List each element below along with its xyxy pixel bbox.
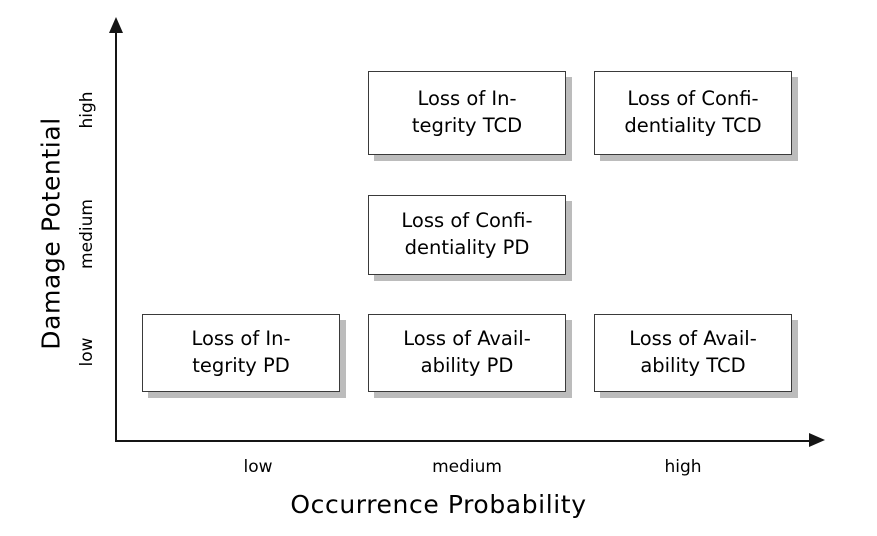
risk-box-line-2: tegrity TCD	[411, 114, 523, 137]
y-axis-tick-low: low	[77, 337, 97, 367]
risk-box-line-2: tegrity PD	[192, 354, 290, 377]
y-axis-title: Damage Potential	[36, 117, 66, 350]
x-axis-tick-low: low	[243, 457, 273, 477]
x-axis-title: Occurrence Probability	[290, 490, 587, 519]
risk-box-line-2: ability PD	[420, 354, 514, 377]
risk-box-loss-of-confidentiality-pd: Loss of Confi- dentiality PD	[368, 195, 566, 275]
risk-box-loss-of-confidentiality-tcd: Loss of Confi- dentiality TCD	[594, 71, 792, 155]
risk-box-loss-of-availability-tcd: Loss of Avail- ability TCD	[594, 314, 792, 392]
y-axis-line	[115, 28, 118, 442]
risk-box-line-1: Loss of Confi-	[401, 209, 533, 233]
risk-box-line-2: dentiality PD	[404, 236, 530, 259]
risk-box-line-1: Loss of In-	[191, 327, 291, 351]
y-axis-tick-medium: medium	[77, 199, 97, 269]
risk-box-loss-of-integrity-pd: Loss of In- tegrity PD	[142, 314, 340, 392]
risk-box-loss-of-integrity-tcd: Loss of In- tegrity TCD	[368, 71, 566, 155]
x-axis-line	[115, 439, 817, 442]
y-axis-arrow-icon	[109, 17, 123, 33]
risk-box-loss-of-availability-pd: Loss of Avail- ability PD	[368, 314, 566, 392]
risk-box-line-1: Loss of In-	[417, 87, 517, 111]
risk-box-line-2: dentiality TCD	[624, 114, 762, 137]
risk-box-line-1: Loss of Avail-	[403, 327, 531, 351]
y-axis-tick-high: high	[77, 91, 97, 129]
risk-box-line-1: Loss of Confi-	[627, 87, 759, 111]
x-axis-arrow-icon	[809, 433, 825, 447]
x-axis-tick-medium: medium	[432, 457, 502, 477]
x-axis-tick-high: high	[664, 457, 702, 477]
risk-box-line-1: Loss of Avail-	[629, 327, 757, 351]
risk-box-line-2: ability TCD	[640, 354, 746, 377]
